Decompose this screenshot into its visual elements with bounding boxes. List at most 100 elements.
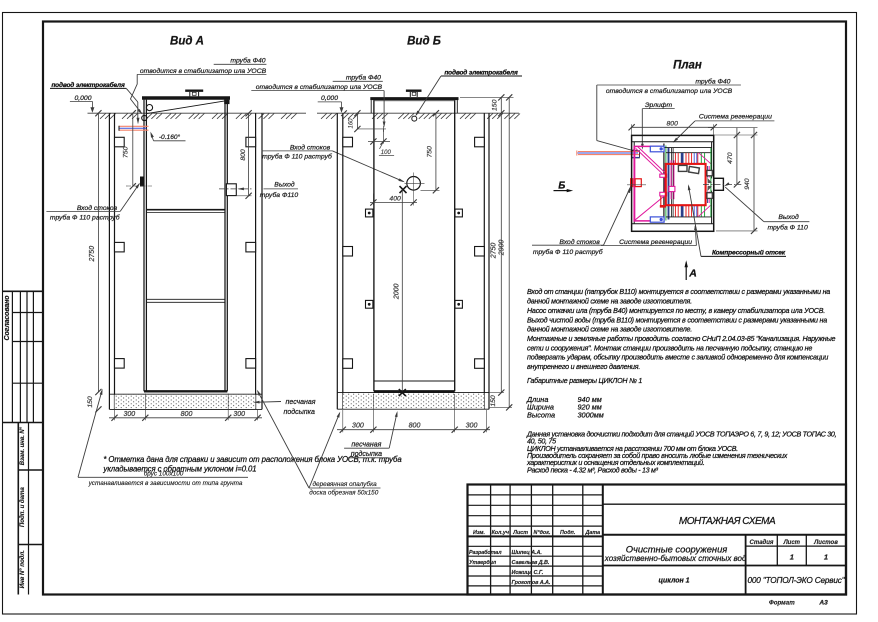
svg-text:Длина: Длина — [526, 395, 548, 404]
svg-text:Гроготов А.А.: Гроготов А.А. — [512, 580, 551, 586]
svg-text:Разработал: Разработал — [469, 549, 502, 556]
svg-text:940 мм: 940 мм — [578, 395, 602, 404]
svg-text:Высота: Высота — [527, 411, 555, 420]
svg-text:Инв N° подл.: Инв N° подл. — [19, 550, 26, 588]
svg-text:труба Ф40: труба Ф40 — [230, 56, 265, 64]
svg-text:данной монтажной схеме на заво: данной монтажной схеме на заводе изготов… — [527, 298, 692, 306]
svg-text:750: 750 — [427, 146, 434, 158]
svg-text:Монтажные и земляные работы пр: Монтажные и земляные работы проводить со… — [527, 335, 836, 343]
svg-text:Компрессорный отсек: Компрессорный отсек — [712, 249, 786, 257]
svg-text:Формат: Формат — [769, 599, 795, 606]
svg-text:Ширина: Ширина — [527, 403, 554, 412]
svg-text:2900: 2900 — [499, 240, 506, 257]
svg-text:циклон 1: циклон 1 — [658, 578, 689, 585]
svg-text:Вид Б: Вид Б — [407, 36, 441, 48]
svg-text:хозяйственно-бытовых сточных в: хозяйственно-бытовых сточных вод — [604, 554, 747, 563]
svg-text:100: 100 — [381, 150, 392, 156]
svg-text:920 мм: 920 мм — [578, 403, 602, 412]
svg-text:Система регенерации: Система регенерации — [699, 114, 772, 121]
svg-text:940: 940 — [744, 178, 751, 190]
svg-text:150: 150 — [87, 396, 94, 408]
svg-text:1: 1 — [790, 553, 794, 562]
svg-text:150: 150 — [490, 395, 497, 407]
svg-text:Система регенерации: Система регенерации — [619, 239, 692, 246]
svg-text:Лист: Лист — [783, 540, 801, 546]
svg-text:300: 300 — [352, 423, 364, 430]
svg-text:подсыпка: подсыпка — [351, 450, 382, 458]
svg-text:Подп. и дата: Подп. и дата — [19, 487, 26, 527]
svg-text:0,000: 0,000 — [321, 95, 338, 102]
svg-text:Выход: Выход — [778, 213, 799, 221]
svg-text:150: 150 — [491, 99, 498, 111]
svg-text:40, 50, 75: 40, 50, 75 — [527, 438, 556, 446]
svg-text:800: 800 — [667, 121, 679, 128]
svg-text:ЦИКЛОН устанавливается на расс: ЦИКЛОН устанавливается на расстоянии 700… — [527, 445, 738, 453]
svg-text:800: 800 — [181, 411, 193, 418]
svg-text:подвод электрокабеля: подвод электрокабеля — [444, 69, 518, 77]
svg-text:Савельев Д.В.: Савельев Д.В. — [512, 560, 550, 566]
svg-text:Габаритные размеры ЦИКЛОН № 1: Габаритные размеры ЦИКЛОН № 1 — [527, 377, 642, 385]
svg-text:-0.160°: -0.160° — [159, 133, 181, 141]
svg-text:Очистные сооружения: Очистные сооружения — [626, 544, 728, 555]
svg-text:2000: 2000 — [393, 284, 400, 301]
svg-text:отводится в стабилизатор ила У: отводится в стабилизатор ила УОСВ — [256, 83, 383, 91]
svg-text:800: 800 — [240, 149, 247, 161]
svg-text:А: А — [688, 268, 697, 280]
svg-text:* Отметка дана для справки и з: * Отметка дана для справки и зависит от … — [103, 455, 402, 464]
svg-text:Насос откачки ила (труба В40): Насос откачки ила (труба В40) монтируетс… — [527, 307, 825, 315]
svg-text:деревянная опалубка: деревянная опалубка — [313, 480, 378, 488]
svg-text:Дата: Дата — [584, 530, 600, 536]
svg-text:3000мм: 3000мм — [578, 411, 604, 420]
svg-text:доска обрезная 50x150: доска обрезная 50x150 — [309, 489, 378, 497]
svg-text:Стадия: Стадия — [750, 540, 774, 546]
svg-text:подсыпка: подсыпка — [284, 408, 315, 416]
svg-text:отводится в стабилизатор ила У: отводится в стабилизатор ила УОСВ — [140, 67, 267, 75]
svg-text:труба Ф 110 раструб: труба Ф 110 раструб — [50, 213, 121, 221]
svg-text:Выход: Выход — [274, 181, 295, 189]
svg-text:750: 750 — [122, 146, 129, 158]
svg-text:Вход стоков: Вход стоков — [559, 238, 600, 246]
svg-text:Согласовано: Согласовано — [4, 295, 11, 341]
svg-text:устанавливается в зависимости: устанавливается в зависимости от типа гр… — [88, 480, 243, 487]
svg-text:данной монтажной схеме на заво: данной монтажной схеме на заводе изготов… — [527, 326, 692, 334]
svg-text:Вход стоков: Вход стоков — [290, 143, 331, 151]
svg-text:План: План — [673, 59, 702, 71]
svg-text:А3: А3 — [818, 599, 828, 606]
svg-text:труба Ф40: труба Ф40 — [346, 74, 381, 82]
svg-text:Изм.: Изм. — [473, 530, 486, 536]
svg-text:Утвердил: Утвердил — [469, 560, 497, 566]
svg-text:Листов: Листов — [813, 540, 838, 546]
svg-text:Шипец А.А.: Шипец А.А. — [512, 550, 543, 556]
svg-text:Производитель сохраняет за соб: Производитель сохраняет за собой право в… — [527, 452, 788, 460]
svg-text:песчаная: песчаная — [351, 442, 381, 449]
svg-text:2750: 2750 — [490, 243, 497, 260]
svg-text:песчаная: песчаная — [286, 399, 316, 406]
svg-text:470: 470 — [727, 152, 734, 164]
svg-text:брус 100x100: брус 100x100 — [144, 470, 184, 478]
svg-text:800: 800 — [409, 423, 421, 430]
svg-text:подвод электрокабеля: подвод электрокабеля — [51, 81, 125, 89]
svg-text:000 "ТОПОЛ-ЭКО Сервис": 000 "ТОПОЛ-ЭКО Сервис" — [747, 576, 845, 585]
svg-text:Б: Б — [558, 180, 565, 191]
svg-text:Данная установка доочистки под: Данная установка доочистки подходит для … — [526, 431, 837, 439]
svg-text:Выход чистой воды (труба В110): Выход чистой воды (труба В110) монтирует… — [527, 316, 827, 324]
svg-text:Взам. инв. N°: Взам. инв. N° — [20, 426, 26, 465]
svg-text:Подп.: Подп. — [560, 530, 576, 536]
svg-text:400: 400 — [389, 195, 401, 202]
svg-text:Вход от станции (патрубок В110: Вход от станции (патрубок В110) монтируе… — [527, 288, 830, 296]
svg-text:характеристик и оснащения отде: характеристик и оснащения отдельных комп… — [526, 459, 705, 467]
svg-text:внутреннего и внешнего давлени: внутреннего и внешнего давления. — [527, 363, 640, 371]
svg-text:труба Ф40: труба Ф40 — [695, 77, 730, 85]
svg-text:160: 160 — [349, 118, 355, 129]
svg-text:Лист: Лист — [512, 530, 528, 536]
svg-text:труба Ф 110 раструб: труба Ф 110 раструб — [533, 248, 604, 256]
svg-text:N°док.: N°док. — [534, 530, 551, 536]
svg-text:МОНТАЖНАЯ СХЕМА: МОНТАЖНАЯ СХЕМА — [679, 516, 776, 527]
svg-text:Вид А: Вид А — [170, 36, 204, 48]
svg-text:Расход песка - 4.32 м³, Расход: Расход песка - 4.32 м³, Расход воды - 13… — [527, 466, 659, 474]
svg-text:труба Ф110: труба Ф110 — [260, 191, 299, 199]
svg-text:300: 300 — [466, 423, 478, 430]
svg-text:Вход стоков: Вход стоков — [77, 204, 118, 212]
svg-text:отводится в стабилизатор ила У: отводится в стабилизатор ила УОСВ — [606, 87, 733, 95]
svg-text:Иожица С.Г.: Иожица С.Г. — [512, 570, 544, 576]
